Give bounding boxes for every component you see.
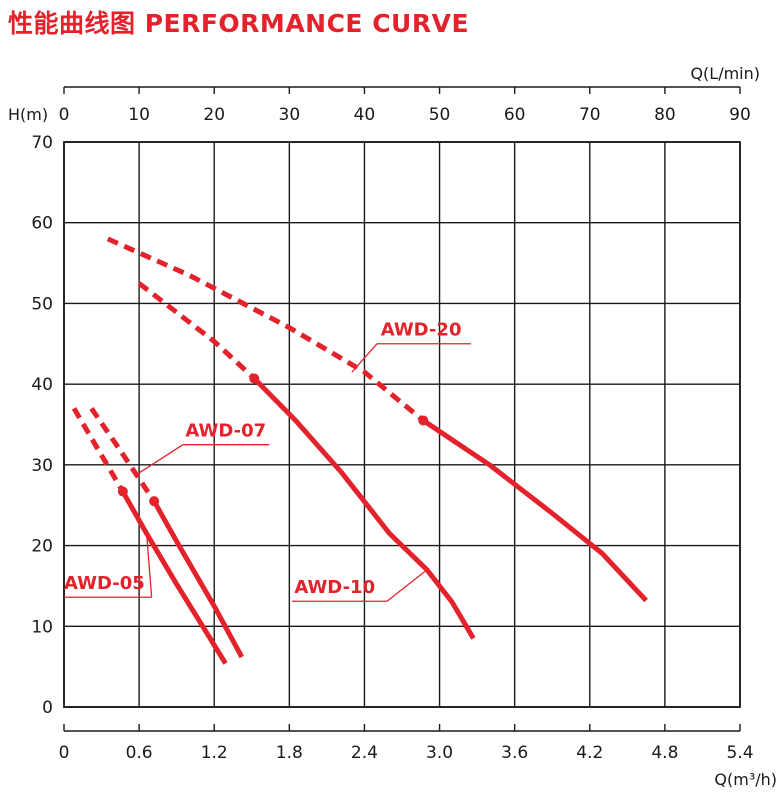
page-title: 性能曲线图 PERFORMANCE CURVE <box>8 9 470 38</box>
x-tick-label: 1.2 <box>201 743 228 763</box>
series-label-awd-10: AWD-10 <box>294 577 375 598</box>
x-tick-label: 1.8 <box>276 743 303 763</box>
curve-awd-10-solid <box>252 376 476 640</box>
x-tick-label: 2.4 <box>351 743 378 763</box>
y-tick-label: 10 <box>31 617 53 637</box>
x2-tick-label: 20 <box>203 105 225 125</box>
plot-frame <box>63 141 741 708</box>
curve-awd-07-solid <box>151 499 244 659</box>
x2-tick-label: 70 <box>579 105 601 125</box>
x2-tick-label: 0 <box>59 105 70 125</box>
curve-awd-10-point <box>249 373 260 384</box>
y-tick-label: 0 <box>42 698 53 718</box>
curve-awd-20-solid <box>421 418 648 603</box>
x-tick-label: 3.6 <box>501 743 528 763</box>
x-tick-label: 0.6 <box>126 743 153 763</box>
series-label-awd-20: AWD-20 <box>381 320 462 341</box>
y-tick-label: 70 <box>31 133 53 153</box>
x2-tick-label: 80 <box>654 105 676 125</box>
x2-tick-label: 40 <box>354 105 376 125</box>
series-label-awd-05: AWD-05 <box>64 573 145 594</box>
curve-awd-07-point <box>149 496 160 507</box>
x-tick-label: 5.4 <box>726 743 753 763</box>
y-tick-label: 30 <box>31 456 53 476</box>
curve-layer <box>71 236 648 665</box>
y-tick-label: 40 <box>31 375 53 395</box>
x2-tick-label: 50 <box>429 105 451 125</box>
y-axis-label: H(m) <box>8 105 48 124</box>
x2-tick-label: 60 <box>504 105 526 125</box>
y-tick-label: 50 <box>31 294 53 314</box>
x2-tick-label: 10 <box>128 105 150 125</box>
x-tick-label: 4.8 <box>651 743 678 763</box>
curve-awd-05-solid <box>120 490 228 665</box>
x2-tick-label: 30 <box>279 105 301 125</box>
label-pointer-awd-10 <box>386 569 428 602</box>
x2-tick-label: 90 <box>729 105 751 125</box>
curve-awd-05-point <box>117 486 128 497</box>
y-tick-label: 20 <box>31 537 53 557</box>
curve-awd-05-dashed <box>71 407 125 493</box>
x-tick-label: 3.0 <box>426 743 453 763</box>
label-pointer-awd-07 <box>136 444 184 476</box>
series-label-awd-07: AWD-07 <box>185 421 266 442</box>
label-pointer-awd-05 <box>145 533 153 598</box>
y-tick-label: 60 <box>31 214 53 234</box>
label-pointer-awd-20 <box>351 343 378 373</box>
x-tick-label: 0 <box>59 743 70 763</box>
x2-axis-label: Q(L/min) <box>690 64 760 83</box>
x-tick-label: 4.2 <box>576 743 603 763</box>
curve-awd-20-point <box>418 415 429 426</box>
curve-awd-20-dashed <box>106 236 425 423</box>
curve-awd-10-dashed <box>137 281 256 381</box>
axis-layer: 0 0.6 1.2 1.8 2.4 3.0 3.6 4.2 4.8 5.4Q(m³/h) 0 10 20… <box>8 64 777 789</box>
curve-awd-07-dashed <box>89 406 157 503</box>
x-axis-label: Q(m³/h) <box>714 770 777 789</box>
grid-layer <box>63 141 741 708</box>
